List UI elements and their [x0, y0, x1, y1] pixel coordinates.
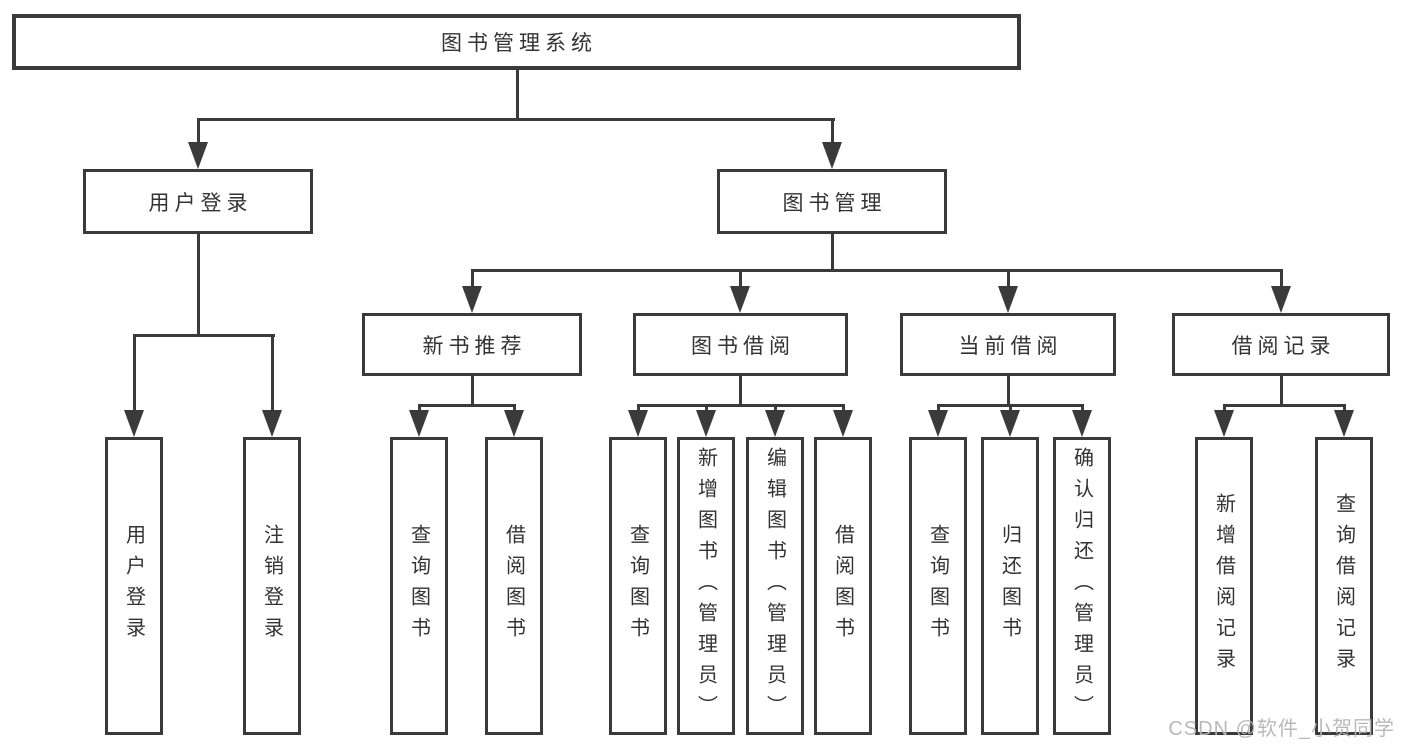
arrow-to-borrow-add: [696, 410, 716, 437]
connector-current-borrow-down: [1007, 374, 1010, 407]
arrow-to-user-login: [188, 142, 208, 169]
connector-stem-borrow-borrow: [842, 404, 845, 412]
arrow-to-current-query: [928, 410, 948, 437]
connector-root-trunk: [516, 67, 519, 121]
arrow-to-current-borrow: [998, 286, 1018, 313]
connector-book-management-down: [831, 231, 834, 272]
connector-new-book-bar: [418, 404, 516, 407]
connector-stem-book-management: [831, 118, 834, 146]
node-current-borrow: 当前借阅: [900, 313, 1116, 376]
leaf-borrow-add-books-admin: 新增图书（管理员）: [677, 437, 735, 735]
connector-stem-leaf-logout: [271, 334, 274, 412]
connector-book-borrow-down: [739, 374, 742, 407]
arrow-to-recommend-query: [409, 410, 429, 437]
connector-stem-borrow-add: [705, 404, 708, 412]
leaf-current-return-books: 归还图书: [981, 437, 1039, 735]
connector-borrow-records-bar: [1223, 404, 1346, 407]
node-root: 图书管理系统: [12, 14, 1021, 70]
connector-stem-recommend-query: [418, 404, 421, 412]
connector-stem-leaf-user-login: [133, 334, 136, 412]
connector-stem-recommend-borrow: [513, 404, 516, 412]
node-book-management: 图书管理: [717, 169, 947, 234]
arrow-to-new-book: [462, 286, 482, 313]
connector-stem-borrow-records: [1280, 269, 1283, 288]
node-borrow-records: 借阅记录: [1172, 313, 1390, 376]
arrow-to-current-confirm: [1072, 410, 1092, 437]
connector-new-book-down: [471, 374, 474, 407]
arrow-to-book-borrow: [730, 286, 750, 313]
connector-book-borrow-bar: [637, 404, 845, 407]
connector-level1-bar: [198, 118, 835, 121]
leaf-borrow-borrow-books: 借阅图书: [814, 437, 872, 735]
leaf-logout: 注销登录: [243, 437, 301, 735]
leaf-borrow-query-books: 查询图书: [609, 437, 667, 735]
arrow-to-leaf-logout: [262, 410, 282, 437]
leaf-user-login: 用户登录: [105, 437, 163, 735]
connector-stem-borrow-query: [637, 404, 640, 412]
arrow-to-borrow-edit: [765, 410, 785, 437]
connector-stem-current-query: [937, 404, 940, 412]
arrow-to-leaf-user-login: [124, 410, 144, 437]
leaf-recommend-borrow-books: 借阅图书: [485, 437, 543, 735]
arrow-to-borrow-query: [628, 410, 648, 437]
connector-borrow-records-down: [1280, 374, 1283, 407]
connector-user-login-bar: [133, 334, 275, 337]
node-user-login: 用户登录: [83, 169, 313, 234]
connector-level3-bar: [471, 269, 1283, 272]
connector-stem-book-borrow: [739, 269, 742, 288]
connector-stem-user-login: [197, 118, 200, 146]
csdn-watermark: CSDN @软件_小贺同学: [1168, 718, 1395, 740]
connector-stem-current-return: [1009, 404, 1012, 412]
arrow-to-recommend-borrow: [504, 410, 524, 437]
arrow-to-borrow-records: [1271, 286, 1291, 313]
arrow-to-book-management: [822, 142, 842, 169]
connector-stem-records-add: [1223, 404, 1226, 412]
connector-stem-records-query: [1343, 404, 1346, 412]
connector-user-login-down: [197, 231, 200, 337]
leaf-borrow-edit-books-admin: 编辑图书（管理员）: [746, 437, 804, 735]
arrow-to-borrow-borrow: [833, 410, 853, 437]
arrow-to-records-add: [1214, 410, 1234, 437]
arrow-to-current-return: [1000, 410, 1020, 437]
leaf-records-query-record: 查询借阅记录: [1315, 437, 1373, 735]
leaf-records-add-record: 新增借阅记录: [1195, 437, 1253, 735]
connector-stem-borrow-edit: [774, 404, 777, 412]
leaf-current-query-books: 查询图书: [909, 437, 967, 735]
connector-stem-new-book: [471, 269, 474, 288]
leaf-recommend-query-books: 查询图书: [390, 437, 448, 735]
connector-stem-current-confirm: [1081, 404, 1084, 412]
connector-stem-current-borrow: [1007, 269, 1010, 288]
node-new-book-recommend: 新书推荐: [362, 313, 582, 376]
leaf-current-confirm-return-admin: 确认归还（管理员）: [1053, 437, 1111, 735]
node-book-borrow: 图书借阅: [633, 313, 848, 376]
arrow-to-records-query: [1334, 410, 1354, 437]
